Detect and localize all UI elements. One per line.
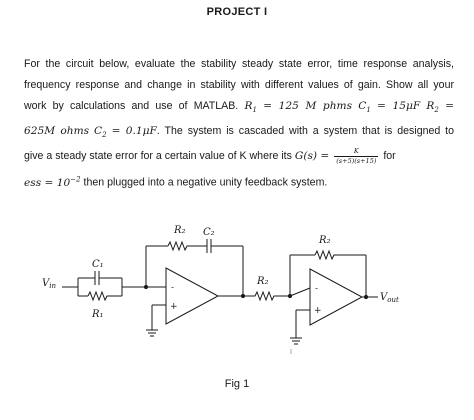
r1-label: R₁ xyxy=(91,309,104,320)
c1-symbol: C1 xyxy=(358,100,371,115)
r1-symbol: R1 xyxy=(244,100,257,115)
r2-right-label: R₂ xyxy=(318,235,331,246)
page-title: PROJECT I xyxy=(206,6,268,18)
ess-expression: ess = 10−2 xyxy=(24,175,81,189)
text-line-4-rest: . The system is cascaded with a system t… xyxy=(156,125,455,138)
opamp1-plus-sign: + xyxy=(170,302,178,312)
figure-caption: Fig 1 xyxy=(224,378,250,390)
c2-symbol: C2 xyxy=(94,125,107,140)
text-line-6-rest: then plugged into a negative unity feedb… xyxy=(83,176,328,189)
vin-label: Vin xyxy=(42,278,56,290)
opamp1-minus-sign: - xyxy=(171,283,174,293)
r2-value: 625M ohms xyxy=(24,125,90,138)
text-line-3-start: work by calculations and use of MATLAB. xyxy=(24,100,239,112)
text-line-5: give a steady state error for a certain … xyxy=(24,146,454,167)
ground-1 xyxy=(146,305,158,337)
transfer-function-label: G(s) = xyxy=(294,150,330,163)
feedback-loop-1 xyxy=(145,239,244,296)
opamp2-plus-sign: + xyxy=(314,306,322,316)
junction-dot-4 xyxy=(363,294,369,300)
text-line-6: ess = 10−2 then plugged into a negative … xyxy=(24,169,454,194)
opamp2-minus-sign: - xyxy=(315,284,318,294)
r2-symbol: R2 xyxy=(426,100,439,115)
vout-label: Vout xyxy=(380,292,399,304)
c2-value: = 0.1μF xyxy=(111,125,157,138)
r2-equals: = xyxy=(445,100,454,112)
input-wire xyxy=(62,277,95,297)
feedback-loop-2 xyxy=(289,249,367,297)
r2-top-label: R₂ xyxy=(173,225,186,236)
text-line-5-start: give a steady state error for a certain … xyxy=(24,150,292,163)
c1-value: = 15μF xyxy=(377,100,421,112)
c2-top-label: C₂ xyxy=(203,227,215,238)
r2-right-resistor xyxy=(314,249,366,261)
r1-value: = 125 M phms xyxy=(263,100,353,112)
text-line-3: work by calculations and use of MATLAB. … xyxy=(24,96,454,121)
r2-middle-label: R₂ xyxy=(256,276,269,287)
fraction-denominator: (s+5)(s+15) xyxy=(334,155,379,165)
r2-middle-resistor xyxy=(243,290,290,302)
problem-statement: For the circuit below, evaluate the stab… xyxy=(24,54,454,194)
c1-label: C₁ xyxy=(92,259,104,270)
opamp-2 xyxy=(289,268,378,326)
text-line-2: frequency response and change in stabili… xyxy=(24,79,454,91)
text-line-1: For the circuit below, evaluate the stab… xyxy=(24,58,454,70)
transfer-function-fraction: K (s+5)(s+15) xyxy=(334,146,379,166)
text-line-5-end: for xyxy=(383,150,396,163)
text-line-4: 625M ohms C2 = 0.1μF. The system is casc… xyxy=(24,121,454,146)
r1-resistor xyxy=(87,290,122,302)
c1-capacitor xyxy=(94,271,122,285)
ground-2 xyxy=(290,310,302,345)
opamp-1 xyxy=(146,267,243,325)
r2-feedback-resistor xyxy=(167,240,207,252)
fraction-numerator: K xyxy=(353,146,359,155)
